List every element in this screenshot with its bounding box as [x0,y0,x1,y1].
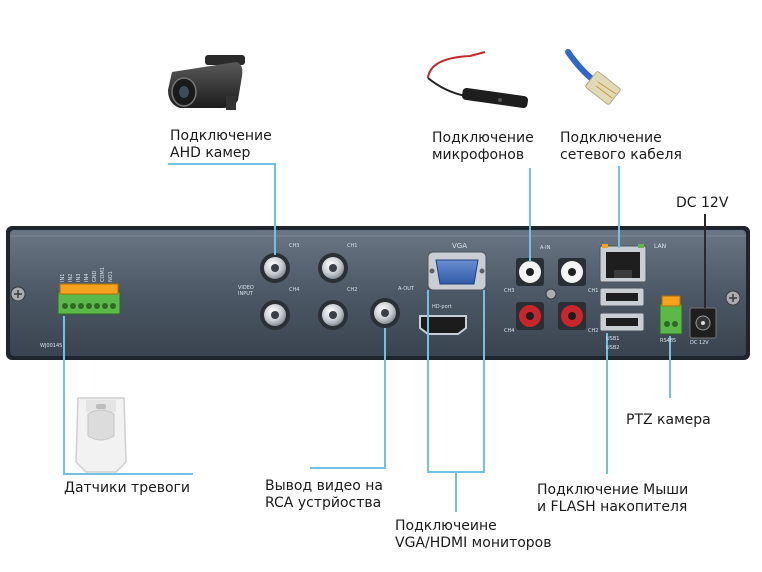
ahd-camera-icon [168,55,245,110]
bnc-connector-ch2 [318,300,348,330]
panel-vga-label: VGA [452,242,468,250]
panel-rs485-label: RS485 [660,338,677,344]
label-rca-output: Вывод видео на RCA устрйоства [265,478,383,512]
panel-hd-port-label: HD-port [432,304,452,310]
label-vga-hdmi: Подключеине VGA/HDMI мониторов [395,518,552,552]
label-ptz-camera: PTZ камера [626,412,711,428]
lan-port [599,244,647,283]
alarm-terminal-block [57,283,121,315]
panel-a-in-label: A-IN [540,245,551,251]
network-cable-icon [565,49,621,105]
microphone-icon [427,51,528,109]
rca-audio-in-ch4 [516,302,544,330]
screw-right-icon [725,290,741,306]
label-lan-line2: сетевого кабеля [560,147,682,163]
usb-port-1 [599,287,645,307]
label-ahd-line2: AHD камер [170,145,251,161]
panel-ch1-label: CH1 [347,243,358,249]
label-dc-12v: DC 12V [676,195,729,211]
label-lan-line1: Подключение [560,130,662,146]
hdmi-port [419,315,467,335]
screw-left-icon [10,286,26,302]
rca-audio-in-ch2 [558,302,586,330]
panel-ch2-label: CH2 [347,287,358,293]
label-ahd-line1: Подключение [170,128,272,144]
panel-screw-icon [545,288,557,300]
bnc-connector-ch1 [318,253,348,283]
panel-alarm-pins: IN1 IN2 IN3 IN4 GND COM1 NO1 [60,262,120,282]
alarm-pin-label: GND [92,270,98,282]
leader-lines [63,163,671,512]
label-vga-line1: Подключеине [395,518,497,534]
panel-usb2-label: USB2 [606,345,620,351]
label-mic-line1: Подключение [432,130,534,146]
label-microphones: Подключение микрофонов [432,130,534,164]
label-vga-line2: VGA/HDMI мониторов [395,535,552,551]
rca-audio-in-ch1 [558,258,586,286]
leader-alarm [63,316,193,475]
panel-video-input-label: VIDEO INPUT [238,285,254,297]
alarm-pin-label: NO1 [108,271,114,282]
leader-rca [310,328,386,469]
label-usb-line2: и FLASH накопителя [537,499,688,515]
panel-ain-ch4-label: CH4 [504,328,515,334]
panel-ain-ch2-label: CH2 [588,328,599,334]
dvr-rear-panel [6,226,750,360]
alarm-pin-label: IN3 [76,273,82,282]
dc-power-jack [689,307,717,339]
vga-port [427,251,487,291]
label-usb-mouse-flash: Подключение Мыши и FLASH накопителя [537,482,688,516]
label-mic-line2: микрофонов [432,147,525,163]
alarm-pin-label: IN1 [60,273,66,282]
rca-audio-in-ch3 [516,258,544,286]
panel-ain-ch1-label: CH1 [588,288,599,294]
label-network-cable: Подключение сетевого кабеля [560,130,682,164]
panel-usb1-label: USB1 [606,336,620,342]
bnc-connector-ch4 [260,300,290,330]
usb-port-2 [599,312,645,332]
rs485-terminal [659,295,683,335]
panel-model-label: WJ00145 [40,343,63,349]
bnc-connector-a-out [370,298,400,328]
panel-ch4-label: CH4 [289,287,300,293]
panel-ch3-label: CH3 [289,243,300,249]
leader-ahd [168,163,276,255]
bnc-connector-ch3 [260,253,290,283]
panel-dc12v-label: DC 12V [690,340,709,346]
alarm-pin-label: IN2 [68,273,74,282]
label-ahd-cameras: Подключение AHD камер [170,128,272,162]
panel-ain-ch3-label: CH3 [504,288,515,294]
pir-sensor-icon [75,397,127,473]
label-rca-line2: RCA устрйоства [265,495,382,511]
alarm-pin-label: COM1 [100,267,106,282]
label-usb-line1: Подключение Мыши [537,482,689,498]
label-rca-line1: Вывод видео на [265,478,383,494]
alarm-pin-label: IN4 [84,273,90,282]
panel-lan-label: LAN [654,243,667,250]
panel-a-out-label: A-OUT [398,286,414,292]
label-alarm-sensors: Датчики тревоги [64,480,190,496]
